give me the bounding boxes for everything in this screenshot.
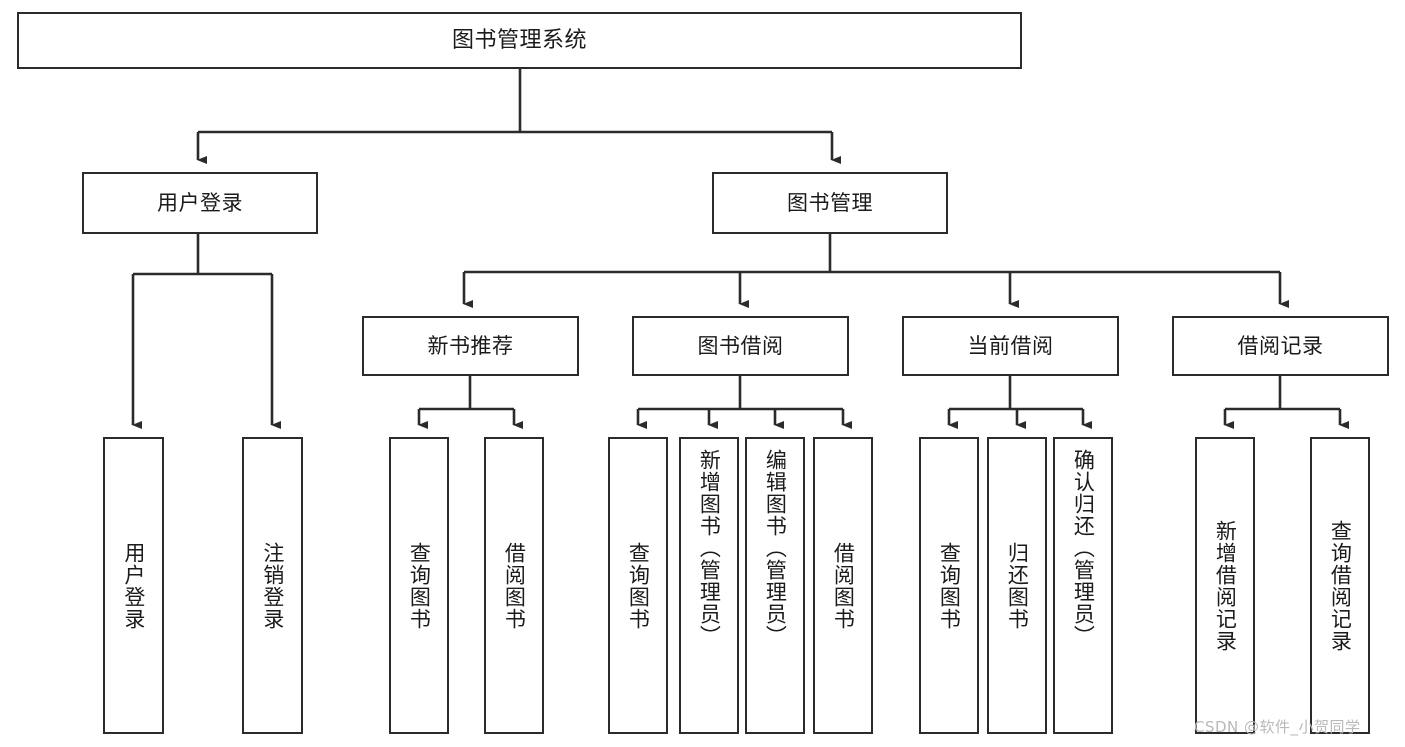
node-leaf-borrow-book-2-label: 借阅图书 bbox=[831, 541, 856, 630]
node-leaf-add-book-admin[interactable]: 新增图书（管理员） bbox=[679, 437, 739, 734]
node-leaf-add-borrow-rec[interactable]: 新增借阅记录 bbox=[1195, 437, 1255, 734]
node-leaf-logout-login[interactable]: 注销登录 bbox=[242, 437, 303, 734]
node-book-manage-label: 图书管理 bbox=[787, 190, 873, 215]
node-leaf-edit-book-admin-label: 编辑图书（管理员） bbox=[763, 449, 788, 647]
node-leaf-confirm-return-label: 确认归还（管理员） bbox=[1071, 449, 1096, 647]
node-leaf-query-borrow-rec[interactable]: 查询借阅记录 bbox=[1310, 437, 1370, 734]
node-user-login[interactable]: 用户登录 bbox=[82, 172, 318, 234]
node-leaf-user-login-label: 用户登录 bbox=[121, 541, 146, 630]
node-leaf-borrow-book-1-label: 借阅图书 bbox=[502, 541, 527, 630]
node-user-login-label: 用户登录 bbox=[157, 190, 243, 215]
node-borrow-record[interactable]: 借阅记录 bbox=[1172, 316, 1389, 376]
node-leaf-user-login[interactable]: 用户登录 bbox=[103, 437, 164, 734]
node-current-borrow[interactable]: 当前借阅 bbox=[902, 316, 1119, 376]
node-leaf-return-book[interactable]: 归还图书 bbox=[987, 437, 1047, 734]
node-leaf-query-book-3[interactable]: 查询图书 bbox=[919, 437, 979, 734]
node-leaf-confirm-return[interactable]: 确认归还（管理员） bbox=[1053, 437, 1113, 734]
node-book-borrow[interactable]: 图书借阅 bbox=[632, 316, 849, 376]
node-leaf-query-book-1-label: 查询图书 bbox=[407, 541, 432, 630]
node-leaf-borrow-book-2[interactable]: 借阅图书 bbox=[813, 437, 873, 734]
node-book-borrow-label: 图书借阅 bbox=[697, 333, 784, 358]
node-leaf-add-borrow-rec-label: 新增借阅记录 bbox=[1213, 519, 1238, 652]
node-new-book-rec-label: 新书推荐 bbox=[427, 333, 514, 358]
node-book-manage[interactable]: 图书管理 bbox=[712, 172, 948, 234]
node-leaf-query-book-1[interactable]: 查询图书 bbox=[389, 437, 449, 734]
node-leaf-query-borrow-rec-label: 查询借阅记录 bbox=[1328, 519, 1353, 652]
node-leaf-return-book-label: 归还图书 bbox=[1005, 541, 1030, 630]
node-root-label: 图书管理系统 bbox=[451, 27, 587, 53]
csdn-watermark: CSDN @软件_小贺同学 bbox=[1194, 718, 1361, 736]
node-leaf-borrow-book-1[interactable]: 借阅图书 bbox=[484, 437, 544, 734]
node-root[interactable]: 图书管理系统 bbox=[17, 12, 1022, 69]
node-borrow-record-label: 借阅记录 bbox=[1237, 333, 1324, 358]
node-leaf-query-book-2[interactable]: 查询图书 bbox=[608, 437, 668, 734]
node-leaf-query-book-2-label: 查询图书 bbox=[626, 541, 651, 630]
node-current-borrow-label: 当前借阅 bbox=[967, 333, 1054, 358]
node-leaf-add-book-admin-label: 新增图书（管理员） bbox=[697, 449, 722, 647]
node-leaf-edit-book-admin[interactable]: 编辑图书（管理员） bbox=[745, 437, 805, 734]
node-leaf-logout-login-label: 注销登录 bbox=[260, 541, 285, 630]
node-new-book-rec[interactable]: 新书推荐 bbox=[362, 316, 579, 376]
node-leaf-query-book-3-label: 查询图书 bbox=[937, 541, 962, 630]
